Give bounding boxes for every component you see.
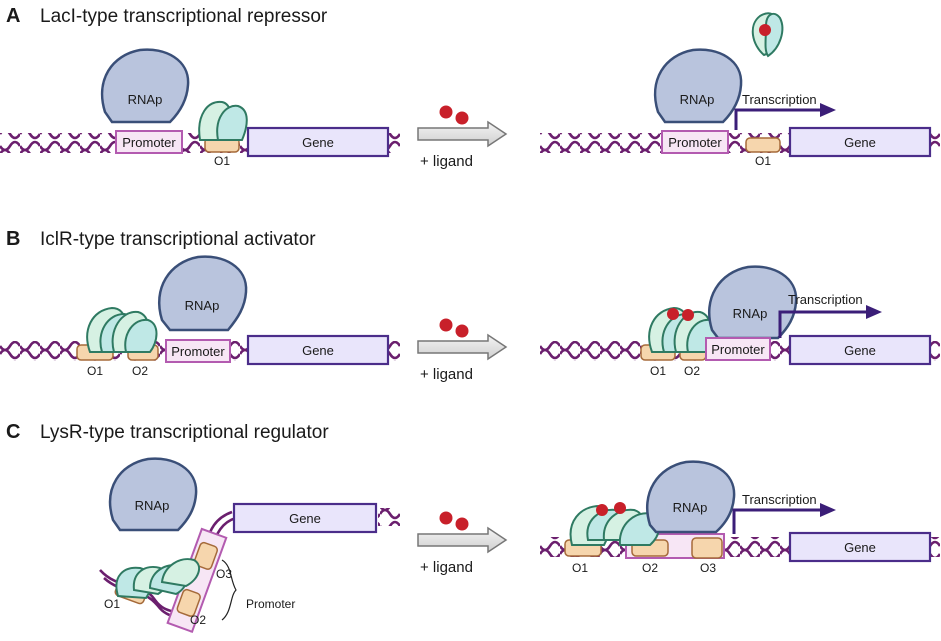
rnap-shape	[100, 48, 190, 124]
activator-tetramer-bound	[648, 306, 718, 353]
gene-box	[232, 502, 378, 534]
panel-b-title: IclR-type transcriptional activator	[40, 229, 316, 250]
panel-a-letter: A	[6, 5, 20, 27]
gene-box	[788, 334, 932, 366]
operator-label-o1: O1	[104, 597, 120, 611]
operator-label-o1: O1	[572, 561, 588, 575]
transcription-arrowhead	[820, 503, 836, 517]
panel-c-letter: C	[6, 421, 20, 443]
operator-label-o1: O1	[650, 364, 666, 378]
transcription-label: Transcription	[788, 292, 863, 307]
operator-box	[691, 537, 723, 559]
transcription-arrowhead	[820, 103, 836, 117]
rnap-shape	[108, 457, 198, 532]
operator-label-o2: O2	[684, 364, 700, 378]
gene-box	[246, 126, 390, 158]
ligand-label: + ligand	[420, 366, 473, 383]
transcription-label: Transcription	[742, 92, 817, 107]
ligand-label: + ligand	[420, 559, 473, 576]
transcription-arrow	[778, 310, 868, 338]
transcription-arrowhead	[866, 305, 882, 319]
promoter-label: Promoter	[711, 342, 765, 357]
ligand-molecule	[455, 111, 469, 125]
rnap-label: RNAp	[673, 500, 708, 515]
gene-label: Gene	[302, 343, 334, 358]
rnap-label: RNAp	[680, 92, 715, 107]
gene-label: Gene	[289, 511, 321, 526]
rnap-shape	[157, 255, 248, 332]
rnap-label: RNAp	[733, 306, 768, 321]
operator-label-o1: O1	[755, 154, 771, 168]
repressor-dimer	[198, 100, 248, 141]
gene-label: Gene	[844, 343, 876, 358]
ligand-molecule	[439, 511, 453, 525]
promoter-box	[165, 339, 231, 363]
promoter-box	[115, 130, 183, 154]
ligand-molecule	[455, 324, 469, 338]
gene-label: Gene	[844, 135, 876, 150]
released-repressor	[751, 12, 784, 58]
transcription-arrow	[732, 508, 822, 534]
reaction-arrow	[417, 120, 508, 148]
gene-box	[788, 531, 932, 563]
gene-label: Gene	[844, 540, 876, 555]
rnap-shape	[645, 460, 736, 534]
promoter-label: Promoter	[171, 344, 225, 359]
reaction-arrow	[417, 526, 508, 554]
panel-c-title: LysR-type transcriptional regulator	[40, 422, 329, 443]
operator-label-o2: O2	[642, 561, 658, 575]
gene-box	[788, 126, 932, 158]
transcription-arrow	[734, 108, 822, 130]
promoter-box	[705, 337, 771, 361]
activator-tetramer	[86, 306, 158, 353]
panel-b-letter: B	[6, 228, 20, 250]
transcription-label: Transcription	[742, 492, 817, 507]
promoter-label: Promoter	[668, 135, 722, 150]
rnap-label: RNAp	[185, 298, 220, 313]
gene-box	[246, 334, 390, 366]
gene-label: Gene	[302, 135, 334, 150]
operator-label-o1: O1	[214, 154, 230, 168]
rnap-shape	[707, 265, 798, 340]
promoter-label: Promoter	[122, 135, 176, 150]
operator-label-o3: O3	[700, 561, 716, 575]
ligand-molecule	[439, 318, 453, 332]
promoter-brace	[221, 559, 237, 621]
ligand-label: + ligand	[420, 153, 473, 170]
dna-strand	[378, 508, 400, 526]
operator-label-o3: O3	[216, 567, 232, 581]
panel-a-title: LacI-type transcriptional repressor	[40, 6, 328, 27]
rnap-label: RNAp	[128, 92, 163, 107]
promoter-brace-label: Promoter	[246, 597, 295, 611]
rnap-label: RNAp	[135, 498, 170, 513]
reaction-arrow	[417, 333, 508, 361]
promoter-box	[661, 130, 729, 154]
operator-label-o2: O2	[190, 613, 206, 627]
rnap-shape	[653, 48, 743, 124]
lysr-tetramer	[115, 558, 201, 600]
ligand-molecule	[439, 105, 453, 119]
operator-box	[745, 137, 781, 153]
tilted-promoter	[166, 527, 228, 634]
ligand-molecule	[455, 517, 469, 531]
operator-label-o1: O1	[87, 364, 103, 378]
operator-label-o2: O2	[132, 364, 148, 378]
